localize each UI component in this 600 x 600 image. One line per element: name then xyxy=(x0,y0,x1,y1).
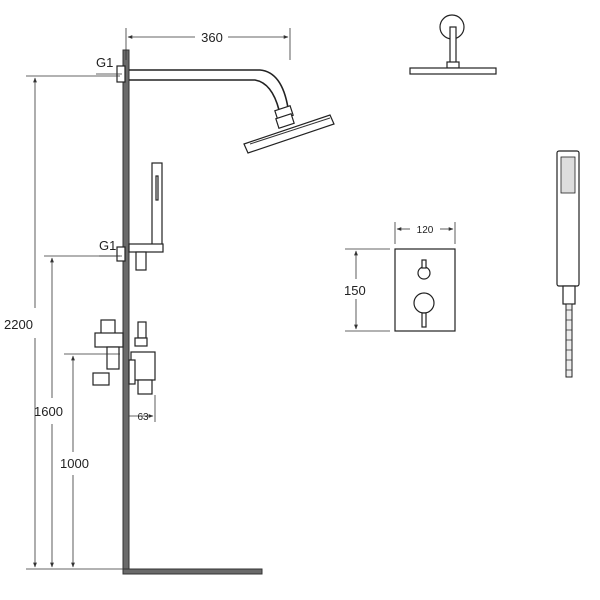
plate-height-label: 150 xyxy=(344,283,366,298)
valve-depth-dimension: 63 xyxy=(129,395,156,423)
plate-width-dimension: 120 xyxy=(394,222,456,244)
total-height-label: 2200 xyxy=(4,317,33,332)
hand-shower-detail xyxy=(556,150,580,378)
valve-plate xyxy=(394,248,456,332)
shower-arm xyxy=(116,65,295,129)
mixing-valve-body xyxy=(92,319,156,395)
connection-mid-label: G1 xyxy=(99,238,116,253)
plate-height-dimension: 150 xyxy=(344,248,390,332)
valve-depth-label: 63 xyxy=(137,412,149,423)
hand-shower-mounted xyxy=(116,162,164,271)
outlet-height-dimension: 1600 xyxy=(34,255,120,568)
arm-length-label: 360 xyxy=(201,30,223,45)
plate-width-label: 120 xyxy=(417,225,434,236)
valve-height-label: 1000 xyxy=(60,456,89,471)
total-height-dimension: 2200 xyxy=(4,75,120,568)
outlet-height-label: 1600 xyxy=(34,404,63,419)
showerhead-top-view xyxy=(409,14,497,75)
connection-top-label: G1 xyxy=(96,55,113,70)
wall xyxy=(122,49,263,575)
valve-height-dimension: 1000 xyxy=(60,353,120,568)
rain-showerhead xyxy=(243,114,335,154)
arm-length-dimension: 360 xyxy=(125,28,291,60)
